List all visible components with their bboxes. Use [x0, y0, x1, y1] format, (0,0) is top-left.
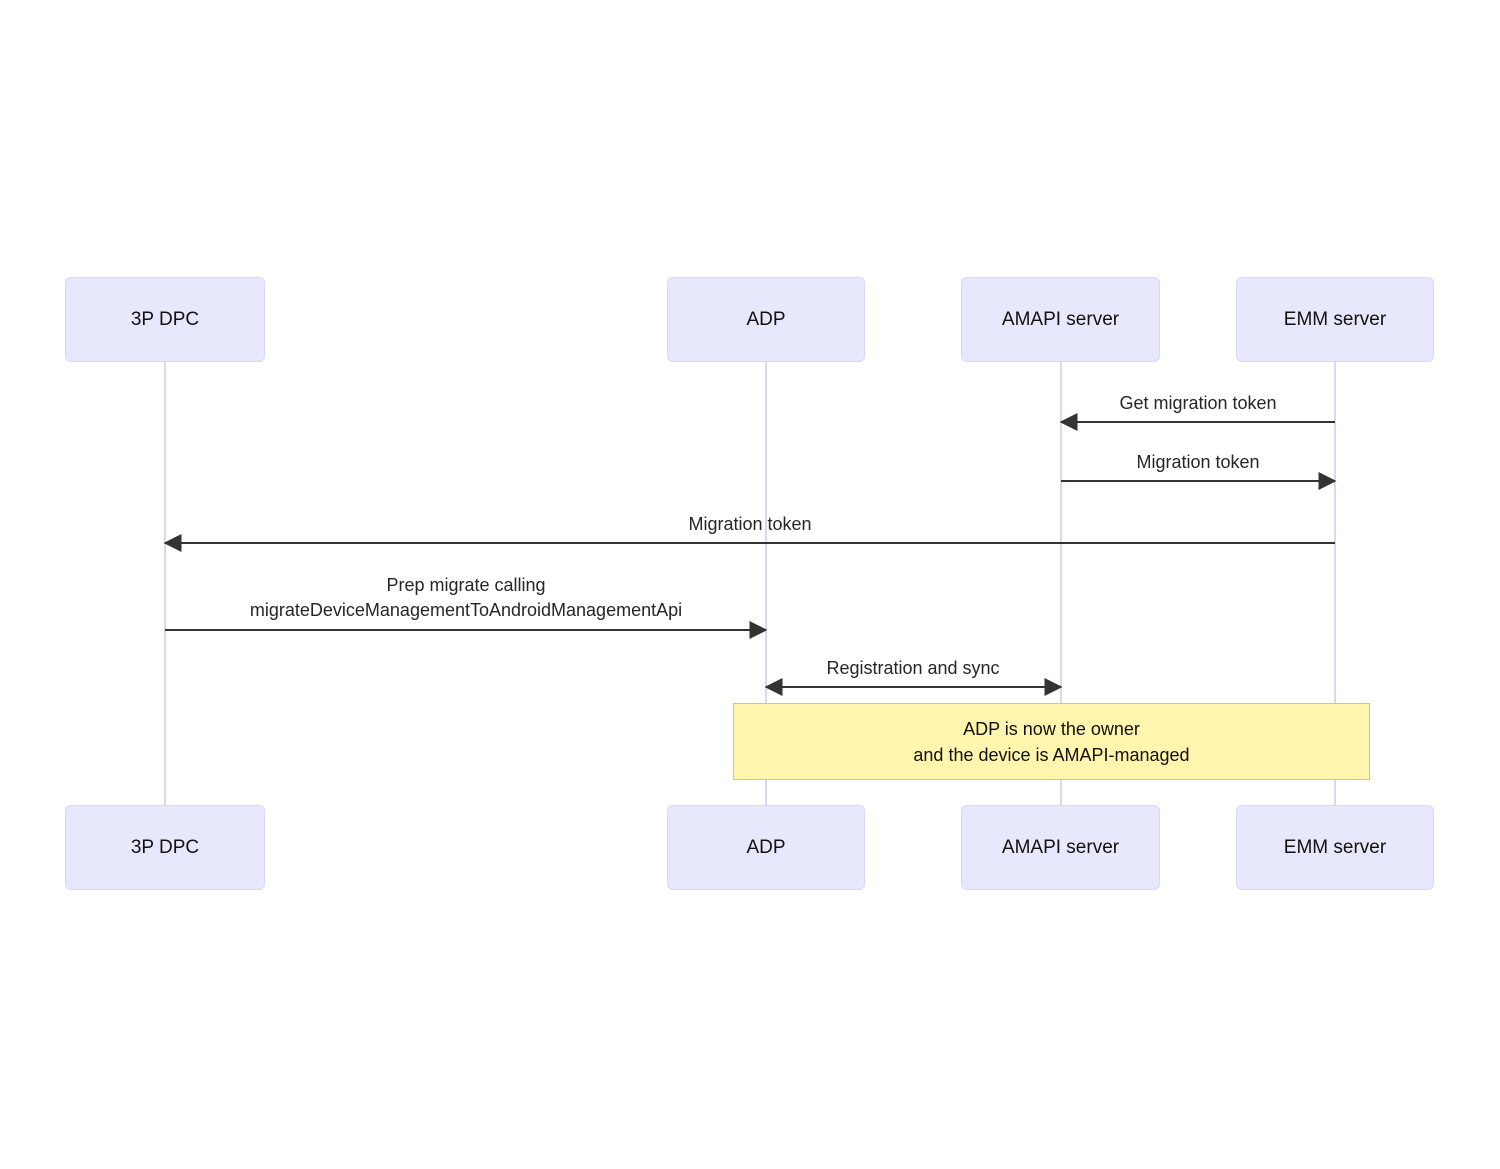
participant-box-dpc-top[interactable]: 3P DPC: [65, 277, 265, 362]
participant-label-adp-bottom: ADP: [746, 836, 786, 858]
note-line: ADP is now the owner: [963, 718, 1140, 739]
participant-label-emm-bottom: EMM server: [1283, 836, 1387, 858]
message-label-m1: Get migration token: [1119, 391, 1276, 416]
message-label-line: Migration token: [688, 514, 812, 534]
message-label-line: migrateDeviceManagementToAndroidManageme…: [249, 600, 683, 620]
message-label-line: Registration and sync: [826, 658, 1000, 678]
participant-box-amapi-bottom[interactable]: AMAPI server: [961, 805, 1160, 890]
participant-label-adp-top: ADP: [746, 308, 786, 330]
message-label-m2: Migration token: [1136, 450, 1259, 475]
participant-box-emm-top[interactable]: EMM server: [1236, 277, 1434, 362]
participant-box-adp-top[interactable]: ADP: [667, 277, 865, 362]
arrows-group: [163, 413, 1337, 696]
participant-label-amapi-top: AMAPI server: [1001, 308, 1120, 330]
message-label-m5: Registration and sync: [826, 656, 999, 681]
note-line: and the device is AMAPI-managed: [913, 744, 1190, 765]
participant-label-amapi-bottom: AMAPI server: [1001, 836, 1120, 858]
message-label-m3: Migration token: [688, 512, 811, 537]
message-label-line: Migration token: [1136, 452, 1260, 472]
participant-box-emm-bottom[interactable]: EMM server: [1236, 805, 1434, 890]
participant-label-emm-top: EMM server: [1283, 308, 1387, 330]
message-label-line: Prep migrate calling: [386, 575, 546, 595]
message-label-m4: Prep migrate calling migrateDeviceManagem…: [250, 573, 682, 623]
participant-label-dpc-top: 3P DPC: [130, 308, 200, 330]
message-label-line: Get migration token: [1119, 393, 1277, 413]
participant-box-dpc-bottom[interactable]: 3P DPC: [65, 805, 265, 890]
note-n1: ADP is now the owner and the device is AM…: [733, 703, 1370, 780]
participant-box-amapi-top[interactable]: AMAPI server: [961, 277, 1160, 362]
participant-label-dpc-bottom: 3P DPC: [130, 836, 200, 858]
participant-box-adp-bottom[interactable]: ADP: [667, 805, 865, 890]
